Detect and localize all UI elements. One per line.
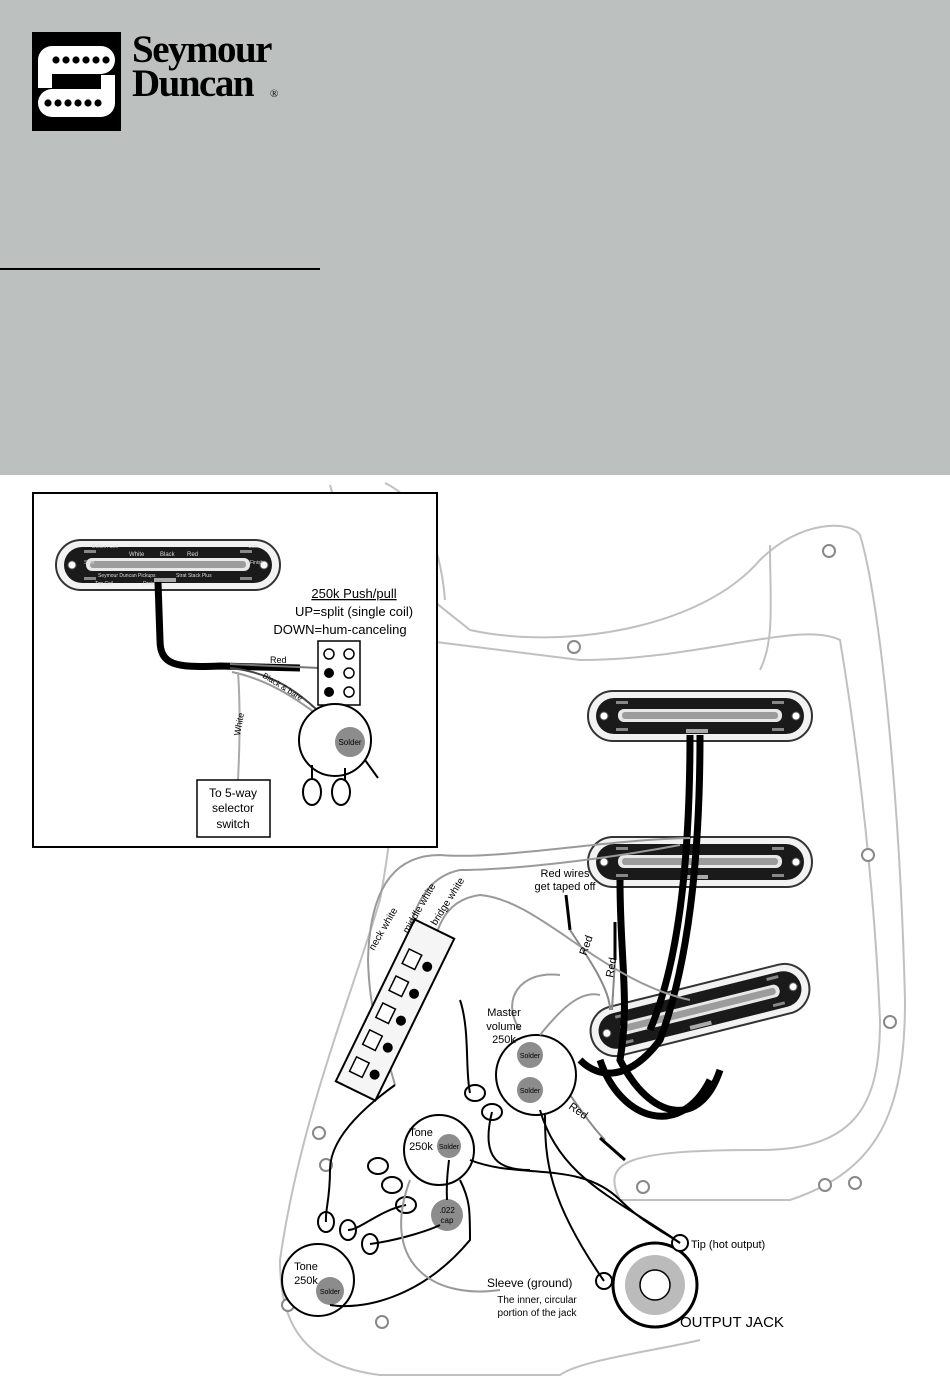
- middle-pickup: [587, 836, 813, 888]
- label-tone-top-1: Tone: [409, 1127, 433, 1139]
- inset-selector-line1: To 5-way: [209, 786, 257, 800]
- inset-pickup-label-finish: Finish: [250, 560, 264, 566]
- label-master-2: volume: [486, 1021, 521, 1033]
- tone-pot-bottom: [281, 1211, 379, 1317]
- inset-pickup-label-coil: Coil: [248, 544, 257, 550]
- label-neck-white: neck white: [367, 906, 400, 953]
- inset-pickup-model-text: Strat Stack Plus: [176, 573, 212, 579]
- label-tip: Tip (hot output): [691, 1239, 765, 1251]
- label-cap-1: .022: [439, 1206, 455, 1215]
- five-way-selector-switch: [334, 918, 456, 1102]
- output-jack: [595, 1234, 699, 1329]
- bridge-cable: [596, 1058, 714, 1120]
- inset-pickup-label-start: Start: [84, 560, 95, 566]
- inset-pot-title: 250k Push/pull: [311, 586, 396, 601]
- brand-name-line2: Duncan: [132, 62, 255, 105]
- label-tone-bottom-2: 250k: [294, 1275, 318, 1287]
- tone-bottom-solder: Solder: [320, 1289, 341, 1296]
- inset-selector-line3: switch: [216, 817, 249, 831]
- label-red-wires-taped-1: Red wires: [541, 868, 590, 880]
- inset-pickup-label-drain: Drain: [143, 581, 155, 587]
- inset-pickup-label-black: Black: [160, 552, 176, 558]
- inset-pickup-brand-text: Seymour Duncan Pickups: [98, 573, 156, 579]
- inset-selector-box: [196, 779, 271, 838]
- registered-mark: ®: [270, 88, 279, 100]
- red-wire-1: [569, 929, 611, 1011]
- label-red-wires-taped-2: get taped off: [535, 881, 597, 893]
- inset-wire-white: [237, 671, 241, 781]
- inset-pickup-label-top-coil: Top Coil: [95, 581, 113, 587]
- tone-capacitor: [431, 1199, 463, 1231]
- label-master-1: Master: [487, 1007, 521, 1019]
- signal-ground-wires: [324, 999, 681, 1308]
- inset-push-pull-pot: [298, 640, 379, 806]
- neck-pickup: [587, 690, 813, 742]
- inset-pickup-cable: [154, 581, 301, 672]
- master-volume-pot: [464, 1034, 577, 1121]
- inset-pot-up: UP=split (single coil): [295, 604, 413, 619]
- label-red-2: Red: [604, 957, 619, 979]
- header-rule: [0, 268, 320, 270]
- inset-pickup-label-red: Red: [187, 552, 198, 558]
- label-output-jack: OUTPUT JACK: [680, 1314, 784, 1331]
- red-wire-taped-3: [599, 1136, 626, 1162]
- grey-hookup-wires: [400, 973, 601, 1293]
- inset-solder-label: Solder: [338, 738, 361, 747]
- inset-wire-red: [229, 663, 321, 669]
- inset-pot-down: DOWN=hum-canceling: [273, 622, 406, 637]
- inset-label-white: White: [232, 712, 246, 736]
- tone-pot-top: [367, 1114, 475, 1214]
- bridge-white-wire: [432, 893, 691, 1001]
- master-solder-1: Solder: [520, 1053, 541, 1060]
- header-band: Seymour Duncan ®: [0, 0, 950, 475]
- label-sleeve-note-1: The inner, circular: [497, 1295, 577, 1306]
- inset-selector-line2: selector: [212, 801, 254, 815]
- label-tone-top-2: 250k: [409, 1141, 433, 1153]
- upper-cutout-line: [759, 544, 772, 671]
- logo-s-icon: [32, 46, 121, 117]
- label-cap-2: cap: [441, 1216, 454, 1225]
- pickguard-outline: [278, 484, 907, 1376]
- inset-label-red: Red: [270, 655, 287, 665]
- wiring-diagram: Bottom Coil Coil White Black Red Start F…: [32, 482, 907, 1376]
- label-sleeve: Sleeve (ground): [487, 1276, 572, 1290]
- neck-cable-2: [646, 734, 694, 1032]
- seymour-duncan-logo: [32, 32, 121, 131]
- brand-name-line1: Seymour: [132, 28, 273, 71]
- label-sleeve-note-2: portion of the jack: [498, 1308, 578, 1319]
- label-tone-bottom-1: Tone: [294, 1261, 318, 1273]
- inset-pickup-label-white: White: [129, 552, 145, 558]
- red-wire-taped-1: [564, 894, 572, 931]
- tone-top-solder: Solder: [439, 1144, 460, 1151]
- master-solder-2: Solder: [520, 1088, 541, 1095]
- label-master-3: 250k: [492, 1034, 516, 1046]
- inset-pickup-label-bottom-coil: Bottom Coil: [92, 544, 118, 550]
